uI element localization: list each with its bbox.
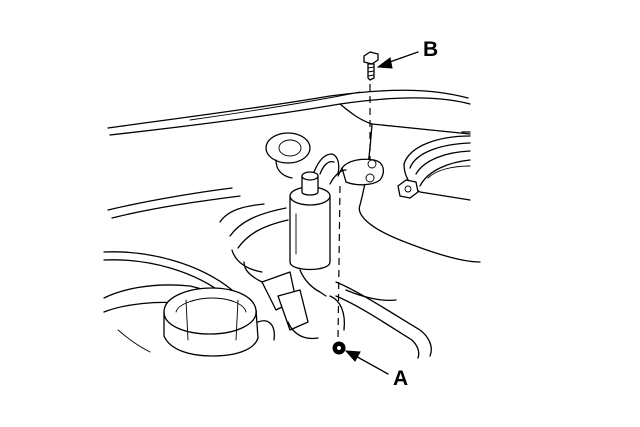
callout-label-b: B bbox=[423, 38, 439, 61]
reservoir-cap bbox=[163, 287, 275, 357]
mounting-bracket bbox=[329, 158, 385, 186]
strut-tower bbox=[358, 123, 481, 263]
filler-neck bbox=[265, 132, 311, 179]
bolt-b bbox=[363, 51, 379, 81]
callout-label-a: A bbox=[393, 367, 409, 390]
washer-pump bbox=[289, 153, 340, 271]
cowl-panel bbox=[107, 89, 471, 219]
tower-nut bbox=[397, 179, 419, 199]
callout-arrow-b bbox=[376, 51, 419, 69]
pump-hose bbox=[231, 249, 346, 340]
callout-arrow-a bbox=[344, 350, 389, 375]
alignment-lines bbox=[337, 84, 371, 341]
nut-a bbox=[332, 341, 346, 355]
